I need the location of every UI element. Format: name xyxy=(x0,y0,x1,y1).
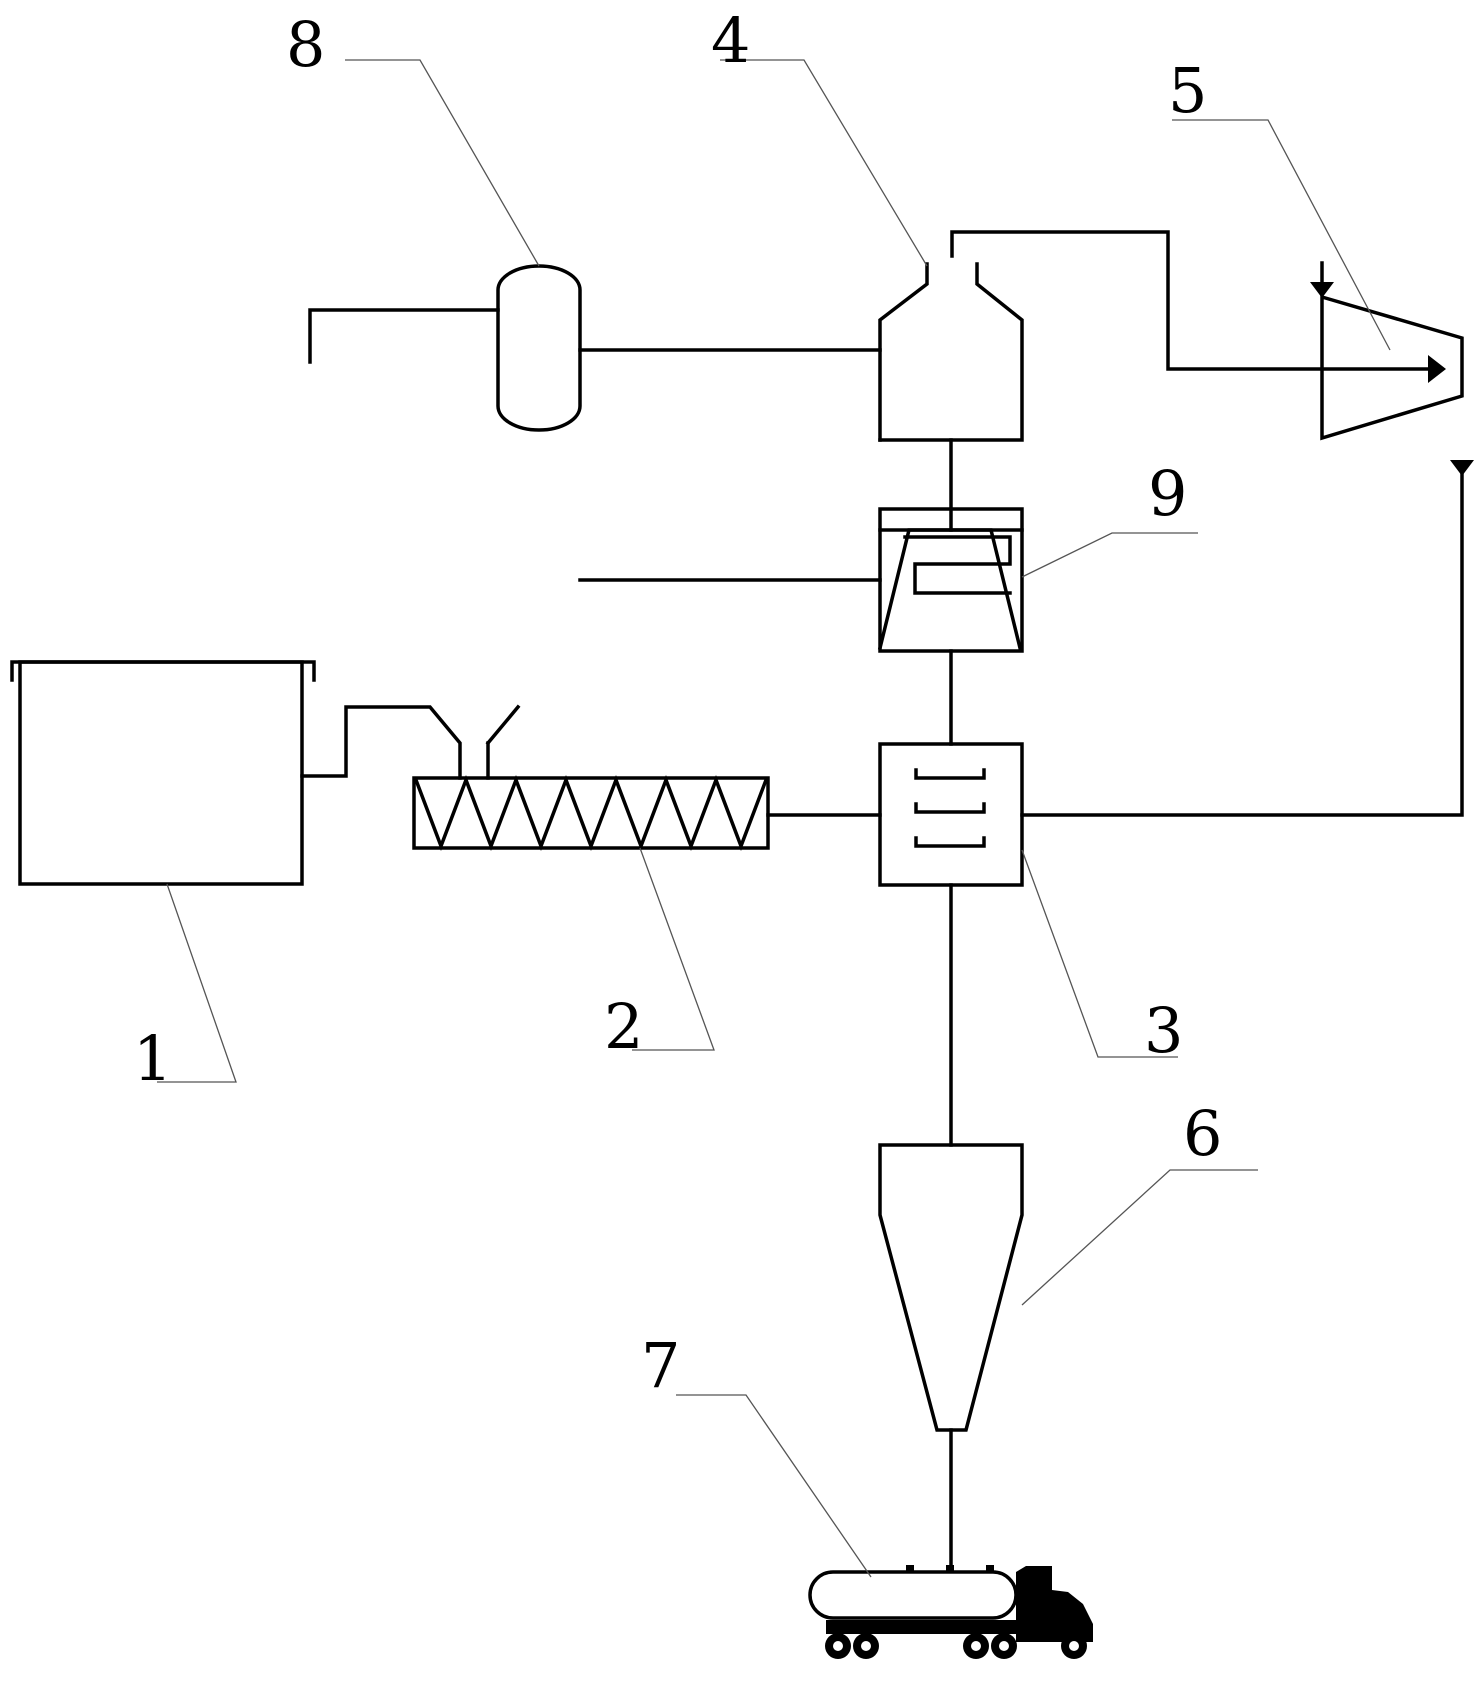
heat-exchanger-9 xyxy=(578,507,1024,653)
screw-conveyor-2 xyxy=(412,704,770,851)
label-2: 2 xyxy=(604,990,643,1063)
label-7: 7 xyxy=(641,1329,680,1402)
pipe-tank-to-hopper xyxy=(300,705,462,780)
label-4: 4 xyxy=(711,4,750,77)
label-8: 8 xyxy=(286,8,325,81)
separator-4 xyxy=(878,230,1440,442)
cyclone-6 xyxy=(878,883,1024,1572)
label-3: 3 xyxy=(1144,994,1183,1067)
label-6: 6 xyxy=(1183,1097,1222,1170)
label-1: 1 xyxy=(133,1022,172,1095)
pipe-dryer-to-return xyxy=(1020,470,1464,817)
compressor-5 xyxy=(1310,261,1474,476)
tanker-truck-7 xyxy=(808,1565,1093,1659)
dryer-3 xyxy=(878,742,1024,887)
label-5: 5 xyxy=(1168,54,1207,127)
label-9: 9 xyxy=(1148,457,1187,530)
tank-1 xyxy=(10,660,316,886)
drum-8 xyxy=(308,264,882,432)
leader-lines xyxy=(157,59,1391,1578)
